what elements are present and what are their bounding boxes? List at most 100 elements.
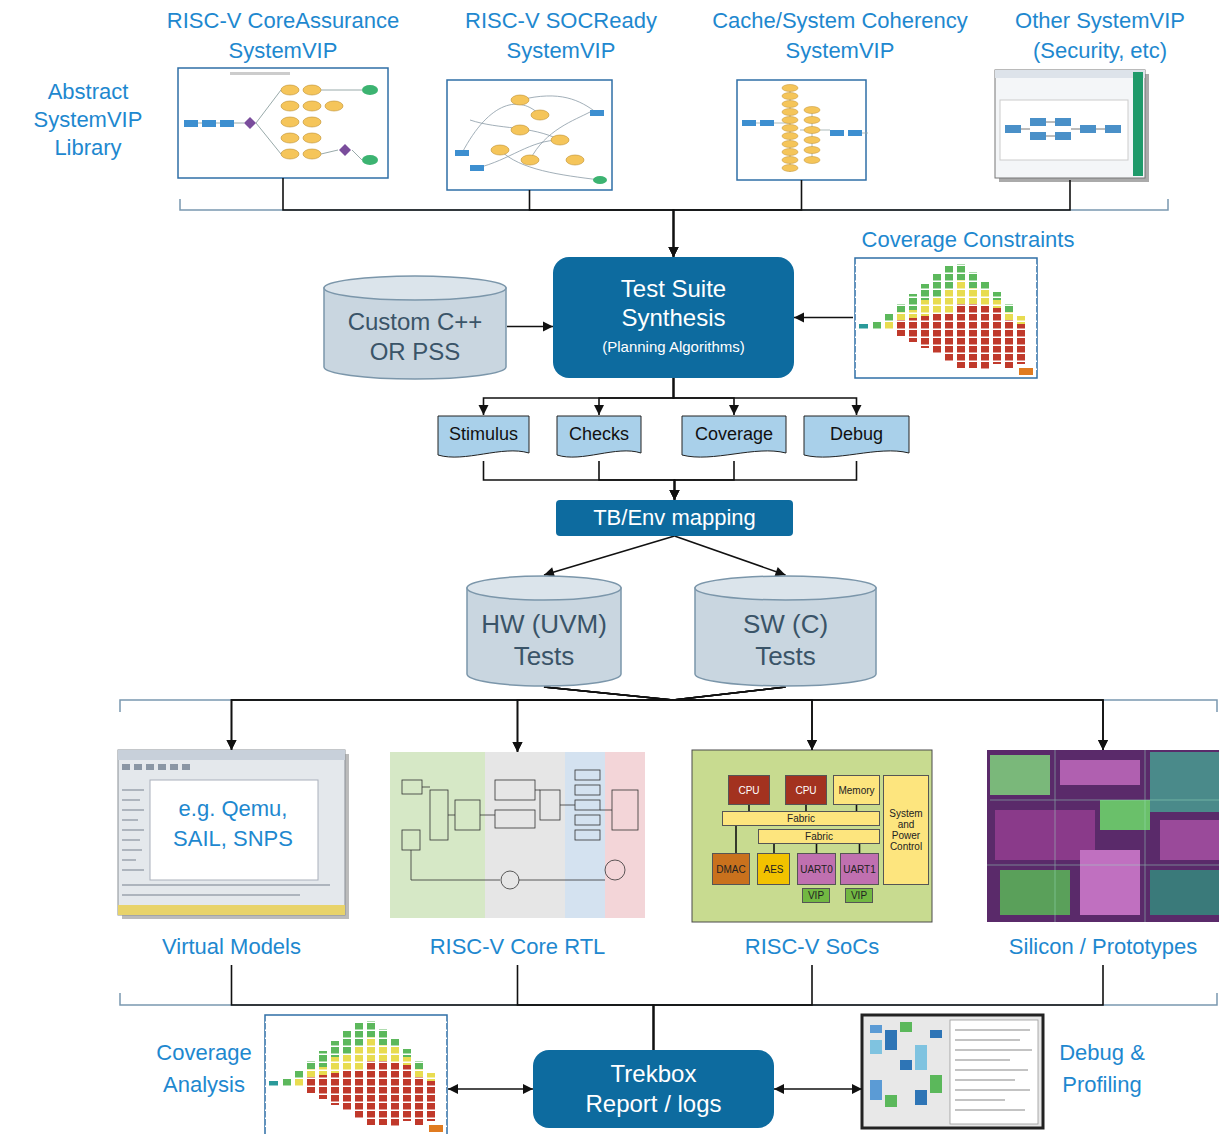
report-box-text-area: Trekbox Report / logs	[576, 1054, 731, 1124]
connector-arrow	[544, 536, 675, 577]
output-document-text-area: Debug	[805, 417, 908, 451]
connector-line	[674, 378, 857, 415]
soc-memory-label: Memory	[838, 785, 874, 796]
arrow-head	[669, 247, 679, 257]
coverage-panel-text-area: Coverage Constraints	[853, 226, 1083, 254]
systemvip-panel: Other SystemVIP (Security, etc)	[995, 5, 1145, 180]
soc-fabric-text-area: Fabric	[723, 812, 879, 825]
target-panel-text-area: Silicon / Prototypes	[987, 932, 1219, 962]
connector-arrow	[518, 965, 654, 1050]
source-cylinder-label: Custom C++ OR PSS	[331, 307, 499, 367]
connector-arrow	[674, 378, 740, 415]
soc-cpu-text-area: CPU	[786, 776, 826, 804]
synthesis-box-label: Test Suite Synthesis	[606, 274, 741, 332]
arrow-head	[513, 742, 523, 752]
connector-line	[484, 461, 675, 500]
connector-line	[773, 844, 775, 853]
output-document-label: Coverage	[695, 423, 773, 445]
soc-vip-text-area: VIP	[803, 889, 829, 902]
soc-fabric: Fabric	[722, 811, 880, 826]
connector-line	[232, 965, 654, 1050]
soc-dmac-text-area: DMAC	[713, 854, 749, 884]
soc-control-text-area: System and Power Control	[884, 776, 928, 884]
connector-line	[599, 378, 674, 415]
systemvip-panel: RISC-V SOCReady SystemVIP	[447, 5, 612, 190]
arrow-head	[807, 740, 817, 750]
arrow-head	[227, 740, 237, 750]
connector-arrow	[484, 461, 680, 500]
soc-fabric-label: Fabric	[805, 831, 833, 842]
test-cylinder-label: SW (C) Tests	[713, 608, 858, 672]
arrow-head	[670, 490, 680, 500]
test-cylinder-text-area: SW (C) Tests	[713, 599, 858, 681]
synthesis-box-label: (Planning Algorithms)	[602, 337, 745, 357]
library-label: Abstract SystemVIP Library	[30, 78, 146, 162]
connector-line	[673, 687, 1103, 750]
connector-line	[675, 536, 786, 575]
target-panel: Silicon / Prototypes	[987, 750, 1219, 965]
synthesis-box-text-area: Test Suite Synthesis	[606, 273, 741, 333]
connector-arrow	[544, 687, 817, 750]
soc-dmac: DMAC	[712, 853, 750, 885]
target-panel: RISC-V SoCs CPU CPU MemorySystem and Power …	[692, 750, 932, 965]
synthesis-box-text-area: (Planning Algorithms)	[555, 335, 792, 359]
systemvip-panel-label: Other SystemVIP (Security, etc)	[995, 6, 1205, 66]
connector-line	[544, 536, 675, 575]
connector-arrow	[479, 378, 674, 415]
cylinder-body	[324, 288, 506, 379]
cylinder-top	[467, 576, 621, 600]
soc-fabric-text-area: Fabric	[759, 830, 879, 843]
target-panel-label: Silicon / Prototypes	[1009, 933, 1197, 961]
debug-panel-text-area: Debug & Profiling	[1052, 1037, 1152, 1101]
soc-control-label: System and Power Control	[884, 808, 928, 852]
output-document: Coverage	[681, 415, 787, 461]
target-panel-text-area: RISC-V SoCs	[692, 932, 932, 962]
report-box-label: Trekbox Report / logs	[576, 1059, 731, 1119]
connector-arrow	[670, 461, 857, 500]
connector-line	[484, 378, 674, 415]
target-panel: e.g. Qemu, SAIL, SNPS Virtual Models	[118, 750, 345, 965]
soc-uart: UART0	[797, 853, 836, 885]
target-panel-label: Virtual Models	[162, 933, 301, 961]
soc-vip: VIP	[845, 888, 873, 903]
target-panel-text-area: e.g. Qemu, SAIL, SNPS	[168, 792, 298, 856]
output-document-text-area: Stimulus	[439, 417, 528, 451]
connector-arrow	[530, 190, 679, 257]
target-panel-text-area: Virtual Models	[108, 932, 355, 962]
test-cylinder: SW (C) Tests	[694, 575, 877, 687]
coverage-panel-label: Coverage Analysis	[150, 1037, 258, 1101]
connector-line	[673, 687, 812, 750]
arrow-head	[1098, 740, 1108, 750]
connector-arrow	[673, 687, 1108, 750]
soc-uart-text-area: UART0	[798, 854, 835, 884]
soc-aes: AES	[757, 853, 790, 885]
arrow-head	[852, 405, 862, 415]
connector-line	[518, 687, 786, 752]
arrow-head	[774, 567, 785, 576]
target-panel: RISC-V Core RTL	[390, 752, 645, 965]
soc-cpu-label: CPU	[795, 785, 816, 796]
soc-cpu-label: CPU	[738, 785, 759, 796]
debug-panel-label: Debug & Profiling	[1052, 1037, 1152, 1101]
coverage-panel: Coverage Analysis	[150, 1015, 448, 1130]
systemvip-panel-text-area: Other SystemVIP (Security, etc)	[995, 5, 1205, 67]
connector-line	[674, 180, 802, 257]
connector-line	[544, 687, 812, 750]
debug-panel: Debug & Profiling	[862, 1015, 1152, 1130]
connector-arrow	[227, 687, 674, 750]
arrow-head	[774, 1084, 784, 1094]
soc-uart-text-area: UART1	[841, 854, 878, 884]
connector-arrow	[674, 378, 862, 415]
soc-uart: UART1	[840, 853, 879, 885]
cylinder-body	[695, 588, 876, 686]
soc-memory-text-area: Memory	[834, 776, 879, 804]
connector-arrow	[594, 378, 674, 415]
soc-uart-label: UART1	[843, 864, 876, 875]
arrow-head	[807, 740, 817, 750]
connector-line	[283, 178, 674, 257]
connector-arrow	[513, 687, 786, 752]
soc-memory: Memory	[833, 775, 880, 805]
connector-arrow	[654, 965, 1104, 1050]
connector-line	[448, 1088, 533, 1090]
